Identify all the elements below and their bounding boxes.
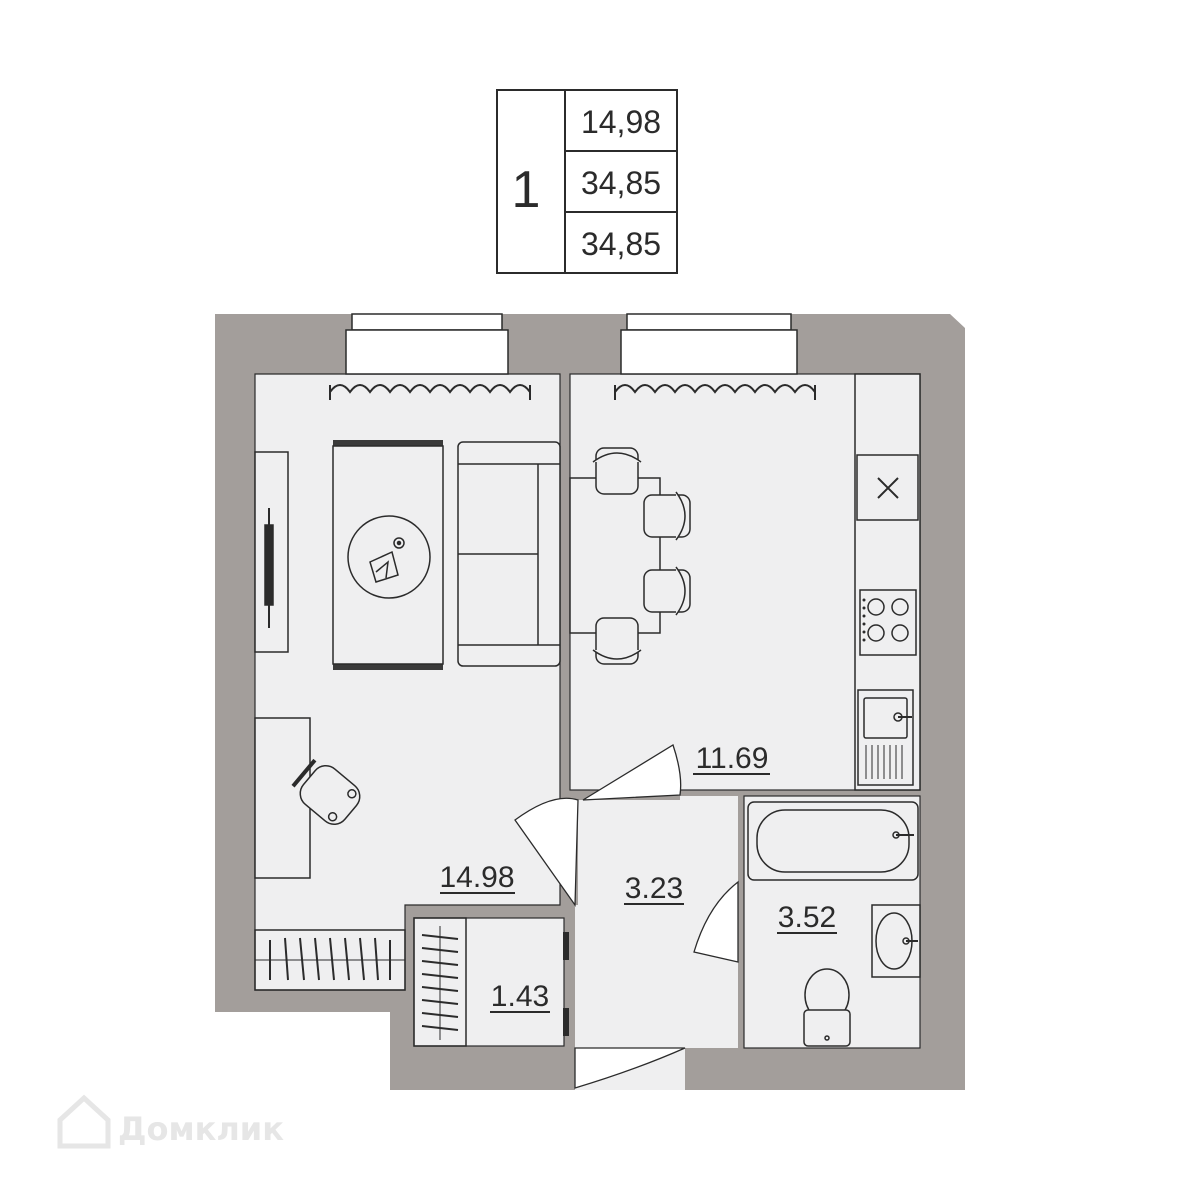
cooktop xyxy=(859,589,917,656)
burner-icon xyxy=(867,598,885,616)
house-logo-icon xyxy=(57,1094,111,1149)
door-kitchen-swing xyxy=(582,744,682,801)
bathtub xyxy=(747,801,919,881)
burner-icon xyxy=(891,624,909,642)
room-area-hallway: 3.23 xyxy=(625,872,683,905)
rooms-count: 1 xyxy=(512,161,541,219)
curtain-living xyxy=(329,384,531,394)
wall-bottom-left xyxy=(405,1046,575,1090)
closet-door-leaf xyxy=(563,932,569,960)
wall-hall-bath xyxy=(738,796,744,1048)
summary-table xyxy=(496,89,678,274)
watermark: Домклик xyxy=(57,1094,284,1149)
wall-stub xyxy=(565,790,583,800)
coffee-table-cup-icon xyxy=(393,537,405,549)
closet-floor xyxy=(414,918,564,1046)
room-area-bathroom: 3.52 xyxy=(778,901,836,934)
closet-hangers-icon xyxy=(421,934,459,1031)
total-area-value: 34,85 xyxy=(581,165,661,201)
window-living xyxy=(345,329,509,375)
wall-bottom-right xyxy=(685,1048,965,1090)
coffee-table xyxy=(347,515,431,599)
closet-rack xyxy=(413,917,467,1047)
window-living-frame xyxy=(351,313,503,331)
plan-structure xyxy=(215,313,965,1090)
room-labels: 14.98 11.69 3.23 3.52 1.43 xyxy=(439,742,837,1013)
fridge-box xyxy=(856,454,919,521)
sink xyxy=(857,689,914,786)
cup-dot xyxy=(396,540,402,546)
closet-door-leaf xyxy=(563,1008,569,1036)
doors xyxy=(514,744,739,1089)
total-area-with-balcony-value: 34,85 xyxy=(581,226,661,262)
burner-icon xyxy=(891,598,909,616)
toilet-button xyxy=(824,1035,830,1041)
kitchen-furniture xyxy=(569,373,921,791)
wall-closet-hall xyxy=(564,905,574,1048)
window-kitchen-frame xyxy=(626,313,792,331)
wall-living-kitchen xyxy=(560,374,570,800)
living-wardrobe xyxy=(254,929,406,991)
burner-icon xyxy=(867,624,885,642)
office-chair-icon xyxy=(291,758,361,826)
living-room-furniture xyxy=(254,440,561,879)
room-area-closet: 1.43 xyxy=(491,980,549,1013)
books-line xyxy=(375,560,389,579)
room-area-kitchen: 11.69 xyxy=(696,742,769,775)
chair-back xyxy=(675,566,686,616)
bathtub-inner xyxy=(756,809,910,873)
summary-table-frame xyxy=(496,89,678,274)
coffee-table-books-icon xyxy=(369,550,399,583)
wall-kitchen-bath xyxy=(680,790,920,796)
chair-back xyxy=(675,491,686,541)
closet-wardrobe xyxy=(413,917,467,1047)
door-living-swing xyxy=(514,797,579,907)
curtain-kitchen xyxy=(614,384,816,394)
fridge-icon xyxy=(877,477,899,499)
wall-closet-left xyxy=(405,910,414,1046)
toilet-tank xyxy=(803,1009,851,1047)
door-bathroom-swing xyxy=(693,880,739,963)
wall-closet-top xyxy=(405,910,570,918)
watermark-text: Домклик xyxy=(118,1110,284,1148)
window-kitchen xyxy=(620,329,798,375)
door-entrance-swing xyxy=(574,1047,686,1089)
chair-back xyxy=(592,649,642,660)
hallway-floor xyxy=(575,790,738,1090)
kitchen-counter xyxy=(854,373,921,791)
chair-back xyxy=(592,452,642,463)
dining-chairs xyxy=(592,447,691,665)
bathroom-fixtures xyxy=(747,801,921,1047)
drainboard xyxy=(865,745,903,779)
living-area-value: 14,98 xyxy=(581,104,661,140)
room-area-living: 14.98 xyxy=(439,861,514,894)
hangers-icon xyxy=(269,937,391,981)
